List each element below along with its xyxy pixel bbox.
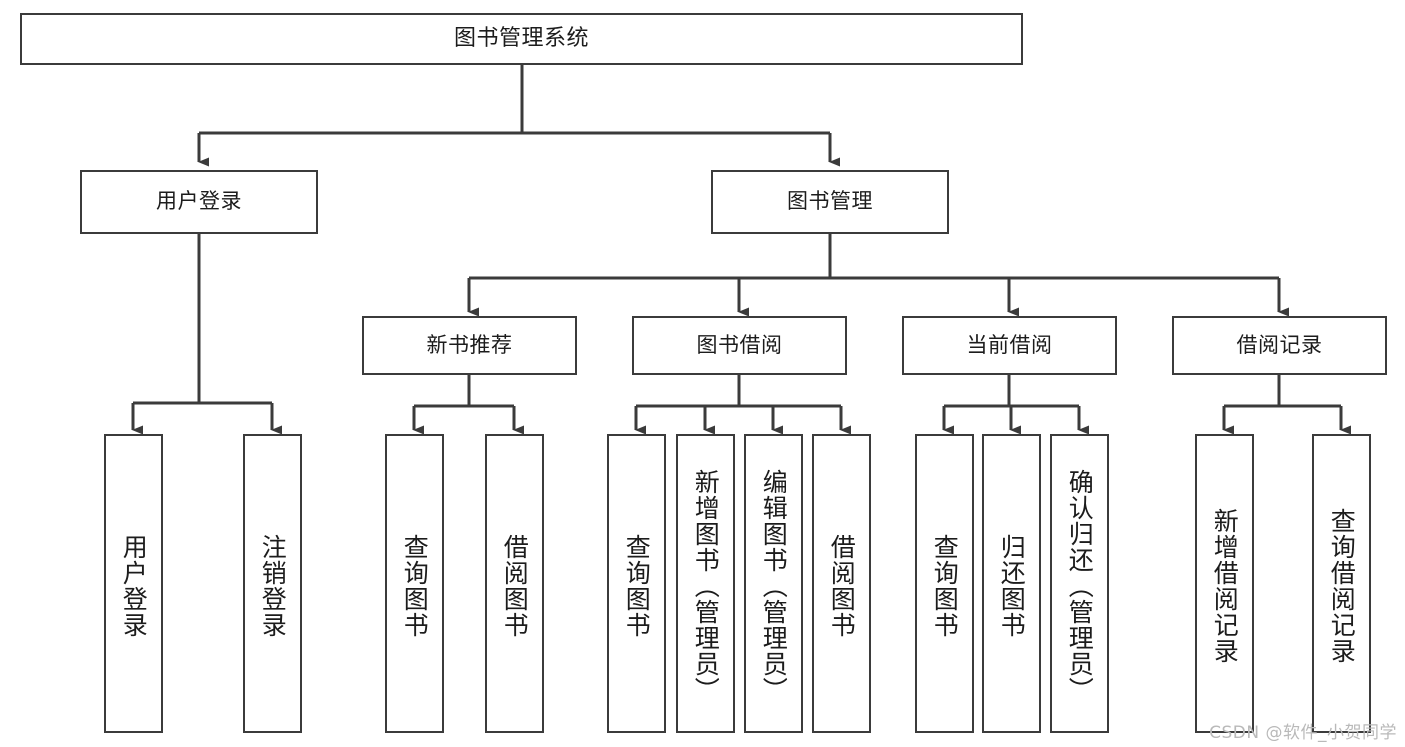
- node-label: 用户登录: [119, 533, 149, 638]
- node-leaf-logout-login[interactable]: 注销登录: [243, 434, 302, 733]
- node-label: 借阅图书: [827, 533, 857, 638]
- node-leaf-edit-book[interactable]: 编辑图书（管理员）: [744, 434, 803, 733]
- node-current-borrow[interactable]: 当前借阅: [902, 316, 1117, 375]
- node-label: 用户登录: [156, 189, 242, 214]
- node-leaf-query-book-3[interactable]: 查询图书: [915, 434, 974, 733]
- node-leaf-confirm-return[interactable]: 确认归还（管理员）: [1050, 434, 1109, 733]
- node-user-login[interactable]: 用户登录: [80, 170, 318, 234]
- node-book-management[interactable]: 图书管理: [711, 170, 949, 234]
- node-label: 图书管理系统: [453, 25, 589, 51]
- node-book-borrow[interactable]: 图书借阅: [632, 316, 847, 375]
- node-leaf-add-book[interactable]: 新增图书（管理员）: [676, 434, 735, 733]
- node-leaf-user-login[interactable]: 用户登录: [104, 434, 163, 733]
- node-label: 注销登录: [258, 533, 288, 638]
- node-label: 新增借阅记录: [1210, 507, 1240, 664]
- node-label: 查询图书: [930, 533, 960, 638]
- node-label: 当前借阅: [966, 332, 1053, 357]
- node-leaf-borrow-book-1[interactable]: 借阅图书: [485, 434, 544, 733]
- node-leaf-query-record[interactable]: 查询借阅记录: [1312, 434, 1371, 733]
- node-label: 新增图书（管理员）: [691, 468, 721, 703]
- node-leaf-query-book-2[interactable]: 查询图书: [607, 434, 666, 733]
- node-label: 归还图书: [997, 533, 1027, 638]
- node-borrow-record[interactable]: 借阅记录: [1172, 316, 1387, 375]
- node-label: 图书借阅: [696, 332, 783, 357]
- node-leaf-return-book[interactable]: 归还图书: [982, 434, 1041, 733]
- node-label: 查询图书: [400, 533, 430, 638]
- node-book-management-system[interactable]: 图书管理系统: [20, 13, 1023, 65]
- node-label: 确认归还（管理员）: [1065, 468, 1095, 703]
- watermark-text: CSDN @软件_小贺同学: [1209, 723, 1397, 743]
- node-label: 借阅图书: [500, 533, 530, 638]
- node-leaf-borrow-book-2[interactable]: 借阅图书: [812, 434, 871, 733]
- node-label: 借阅记录: [1236, 332, 1323, 357]
- node-label: 查询图书: [622, 533, 652, 638]
- node-label: 编辑图书（管理员）: [759, 468, 789, 703]
- node-label: 新书推荐: [426, 332, 513, 357]
- node-leaf-query-book-1[interactable]: 查询图书: [385, 434, 444, 733]
- node-label: 图书管理: [787, 189, 873, 214]
- node-label: 查询借阅记录: [1327, 507, 1357, 664]
- node-new-book-recommend[interactable]: 新书推荐: [362, 316, 577, 375]
- node-leaf-add-record[interactable]: 新增借阅记录: [1195, 434, 1254, 733]
